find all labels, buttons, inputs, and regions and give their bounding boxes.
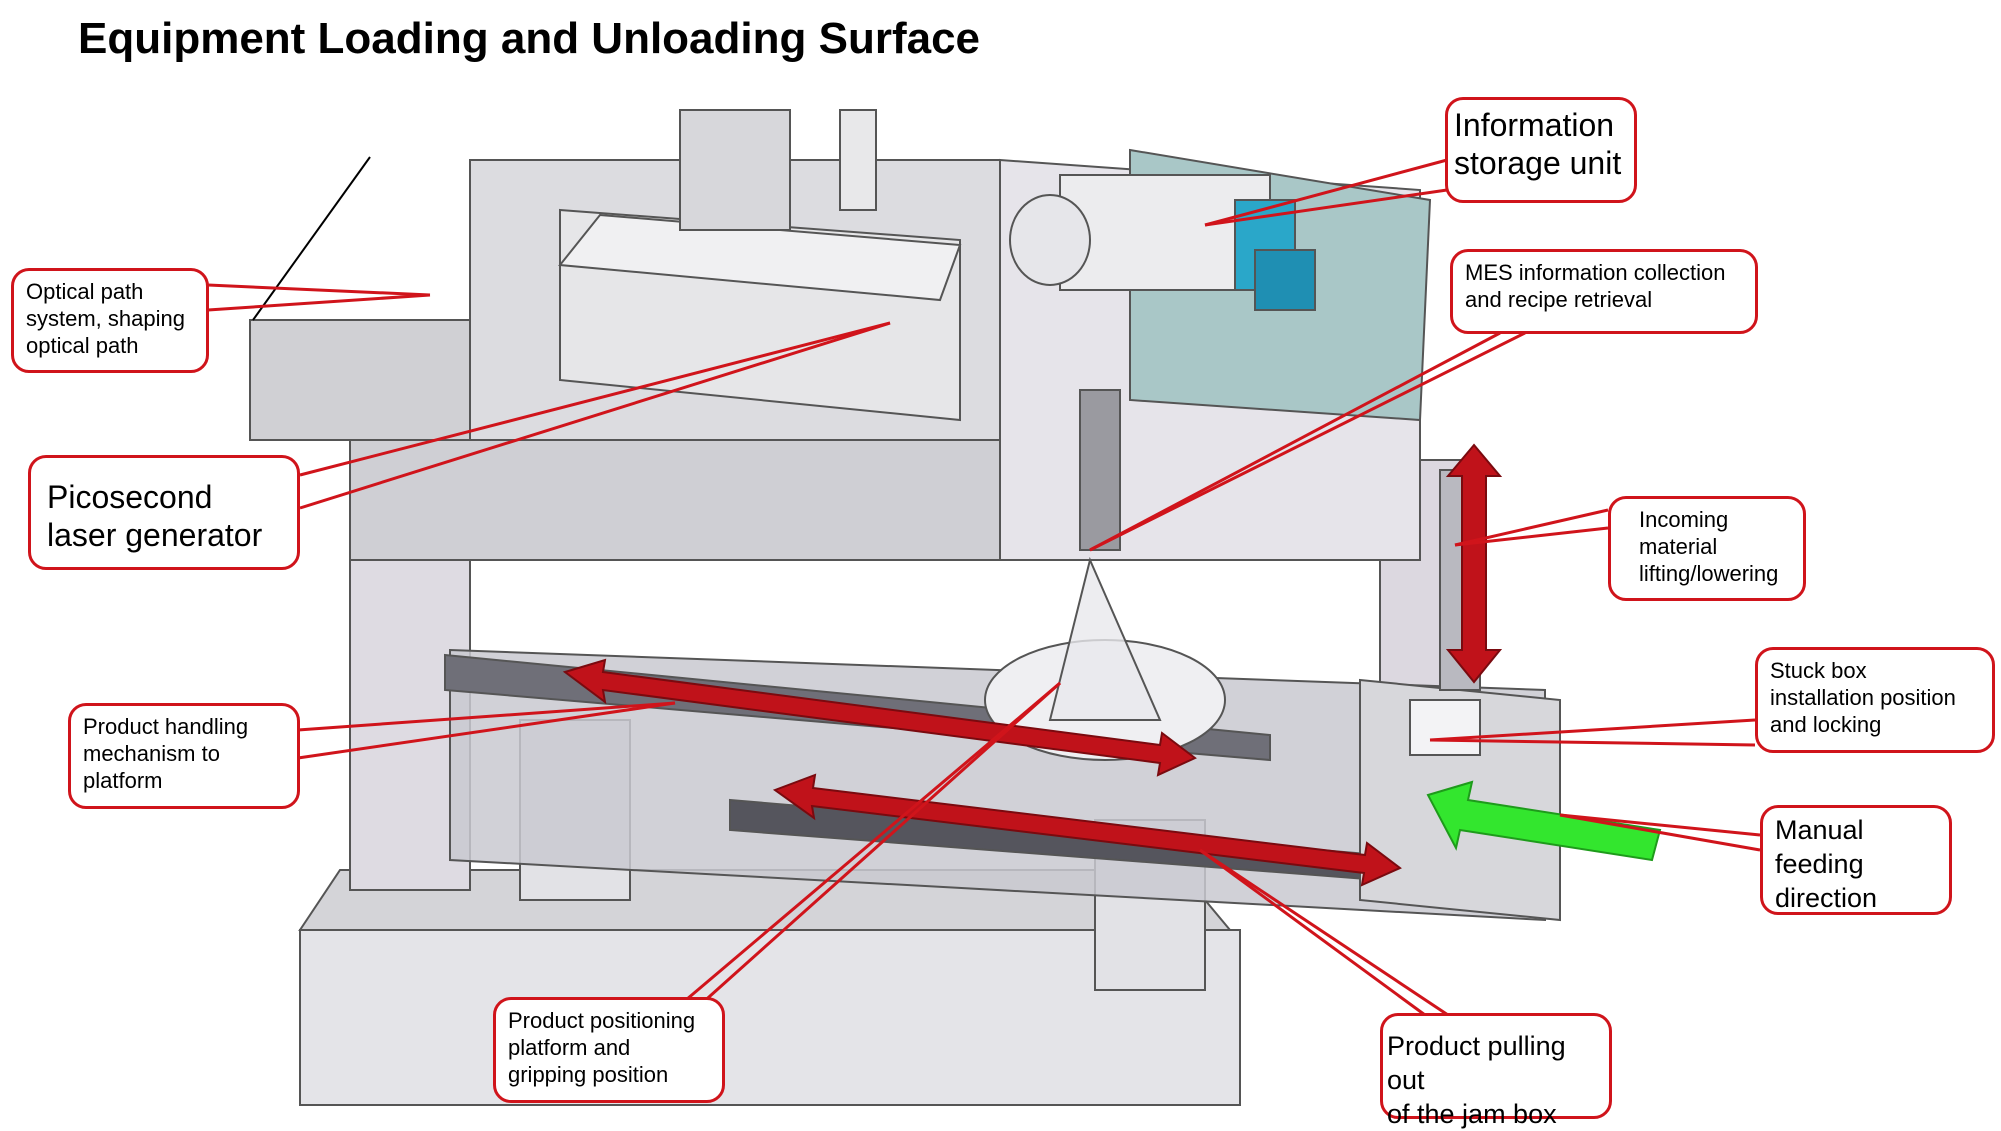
- callout-stuck-box: Stuck box installation position and lock…: [1755, 647, 1995, 753]
- callout-incoming-line-3: lifting/lowering: [1639, 561, 1775, 588]
- laser-cone: [1050, 560, 1160, 720]
- callout-pulling-line-1: Product pulling out: [1387, 1030, 1605, 1098]
- callout-storage-line-2: storage unit: [1454, 144, 1628, 182]
- callout-optical-path-line-2: system, shaping: [26, 306, 194, 333]
- callout-optical-path-line-3: optical path: [26, 333, 194, 360]
- callout-incoming-line-2: material: [1639, 534, 1775, 561]
- storage-module-2: [1255, 250, 1315, 310]
- callout-incoming-material: Incoming material lifting/lowering: [1608, 496, 1806, 601]
- upper-frame-left: [250, 320, 470, 440]
- z-axis-column: [840, 110, 876, 210]
- callout-incoming-line-1: Incoming: [1639, 507, 1775, 534]
- callout-handling-line-2: mechanism to: [83, 741, 285, 768]
- callout-stuck-box-line-1: Stuck box: [1770, 658, 1980, 685]
- stuck-box-slot: [1410, 700, 1480, 755]
- callout-stuck-box-line-2: installation position: [1770, 685, 1980, 712]
- callout-product-handling: Product handling mechanism to platform: [68, 703, 300, 809]
- callout-manual-feeding: Manual feeding direction: [1760, 805, 1952, 915]
- callout-stuck-box-line-3: and locking: [1770, 712, 1980, 739]
- callout-optical-path-line-1: Optical path: [26, 279, 194, 306]
- callout-manual-line-2: feeding: [1775, 848, 1937, 882]
- callout-mes-line-2: and recipe retrieval: [1465, 287, 1743, 314]
- callout-product-pulling: Product pulling out of the jam box: [1380, 1013, 1612, 1119]
- callout-picosecond-laser: Picosecond laser generator: [28, 455, 300, 570]
- callout-positioning-line-3: gripping position: [508, 1062, 710, 1089]
- callout-product-positioning: Product positioning platform and grippin…: [493, 997, 725, 1103]
- callout-pulling-line-2: of the jam box: [1387, 1098, 1605, 1131]
- callout-storage-line-1: Information: [1454, 106, 1628, 144]
- frame-edge-line: [253, 157, 370, 320]
- callout-information-storage: Information storage unit: [1445, 97, 1637, 203]
- leader-optical-b: [208, 295, 430, 310]
- callout-positioning-line-1: Product positioning: [508, 1008, 710, 1035]
- callout-manual-line-3: direction: [1775, 882, 1937, 916]
- callout-optical-path: Optical path system, shaping optical pat…: [11, 268, 209, 373]
- callout-positioning-line-2: platform and: [508, 1035, 710, 1062]
- leader-optical-a: [208, 285, 430, 295]
- callout-handling-line-3: platform: [83, 768, 285, 795]
- optics-housing: [680, 110, 790, 230]
- callout-picosecond-line-1: Picosecond: [47, 478, 281, 516]
- callout-picosecond-line-2: laser generator: [47, 516, 281, 554]
- callout-manual-line-1: Manual: [1775, 814, 1937, 848]
- vacuum-tank: [1010, 195, 1090, 285]
- laser-head: [1080, 390, 1120, 550]
- callout-handling-line-1: Product handling: [83, 714, 285, 741]
- callout-mes-information: MES information collection and recipe re…: [1450, 249, 1758, 334]
- callout-mes-line-1: MES information collection: [1465, 260, 1743, 287]
